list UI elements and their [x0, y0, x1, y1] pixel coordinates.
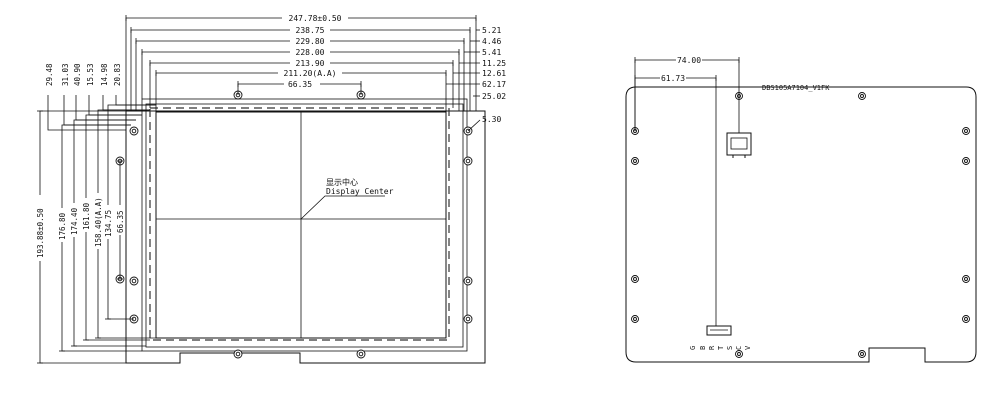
dim-width-3: 229.80: [296, 37, 325, 46]
dim-right-2: 4.46: [482, 37, 501, 46]
dim-right-7: 25.02: [482, 92, 506, 101]
dim-right-4: 11.25: [482, 59, 506, 68]
front-inner-frame: [141, 98, 468, 352]
svg-text:T: T: [717, 345, 725, 350]
front-mounting-holes: [115, 90, 473, 359]
dim-right-1: 5.21: [482, 26, 501, 35]
dim-fpc-offset: 61.73: [661, 74, 685, 83]
bottom-connector: [706, 325, 732, 336]
mounting-hole: [463, 276, 473, 286]
back-pcb-outline: [625, 86, 977, 363]
pcb-part-label: DBS105A7104_V1FK: [762, 84, 830, 92]
active-area: [149, 107, 450, 341]
connector-pin-labels: G B R T S C V: [689, 345, 752, 350]
dim-height-4: 161.80: [82, 202, 91, 230]
dim-width-2: 238.75: [296, 26, 325, 35]
dim-height-2: 176.80: [58, 212, 67, 240]
front-view: 247.78±0.50 238.75 229.80 228.00 213.90 …: [35, 13, 506, 364]
dim-height-3: 174.40: [70, 207, 79, 235]
dim-active-width: 211.20(A.A): [284, 69, 337, 78]
svg-text:B: B: [699, 346, 707, 350]
svg-text:C: C: [735, 346, 743, 350]
display-center-label-en: Display Center: [326, 187, 394, 196]
back-mounting-holes: [631, 92, 970, 358]
dim-active-height: 158.40(A.A): [94, 197, 103, 247]
mounting-hole: [463, 314, 473, 324]
svg-text:S: S: [726, 346, 734, 350]
dim-width-5: 213.90: [296, 59, 325, 68]
svg-text:R: R: [708, 345, 716, 350]
dim-right-3: 5.41: [482, 48, 501, 57]
dim-overall-width: 247.78±0.50: [289, 14, 342, 23]
mounting-hole: [129, 126, 139, 136]
mounting-hole: [463, 156, 473, 166]
svg-text:14.98: 14.98: [100, 63, 109, 86]
svg-text:20.83: 20.83: [113, 63, 122, 86]
dim-hole-vertical-spacing: 66.35: [116, 210, 125, 233]
display-center-label-cn: 显示中心: [326, 177, 358, 187]
svg-text:40.90: 40.90: [73, 63, 82, 86]
dim-right-hole: 5.30: [482, 115, 501, 124]
svg-text:29.48: 29.48: [45, 63, 54, 86]
mounting-hole: [233, 349, 243, 359]
front-outer-frame: [125, 110, 486, 364]
dim-connector-offset: 74.00: [677, 56, 701, 65]
dim-hole-spacing: 66.35: [288, 80, 312, 89]
center-leader-line: [300, 195, 385, 220]
dim-width-4: 228.00: [296, 48, 325, 57]
back-dimensions: [634, 57, 740, 326]
back-view: DBS105A7104_V1FK 74.00 61.73 G B: [625, 55, 977, 363]
dim-right-6: 62.17: [482, 80, 506, 89]
mounting-hole: [356, 349, 366, 359]
dim-height-6: 134.75: [104, 210, 113, 237]
svg-text:31.03: 31.03: [61, 63, 70, 86]
svg-text:V: V: [744, 345, 752, 350]
dim-overall-height: 193.88±0.50: [36, 208, 45, 258]
svg-text:G: G: [689, 346, 697, 350]
top-connector: [726, 132, 752, 158]
svg-text:15.53: 15.53: [86, 63, 95, 86]
mounting-hole: [129, 276, 139, 286]
dim-right-5: 12.61: [482, 69, 506, 78]
